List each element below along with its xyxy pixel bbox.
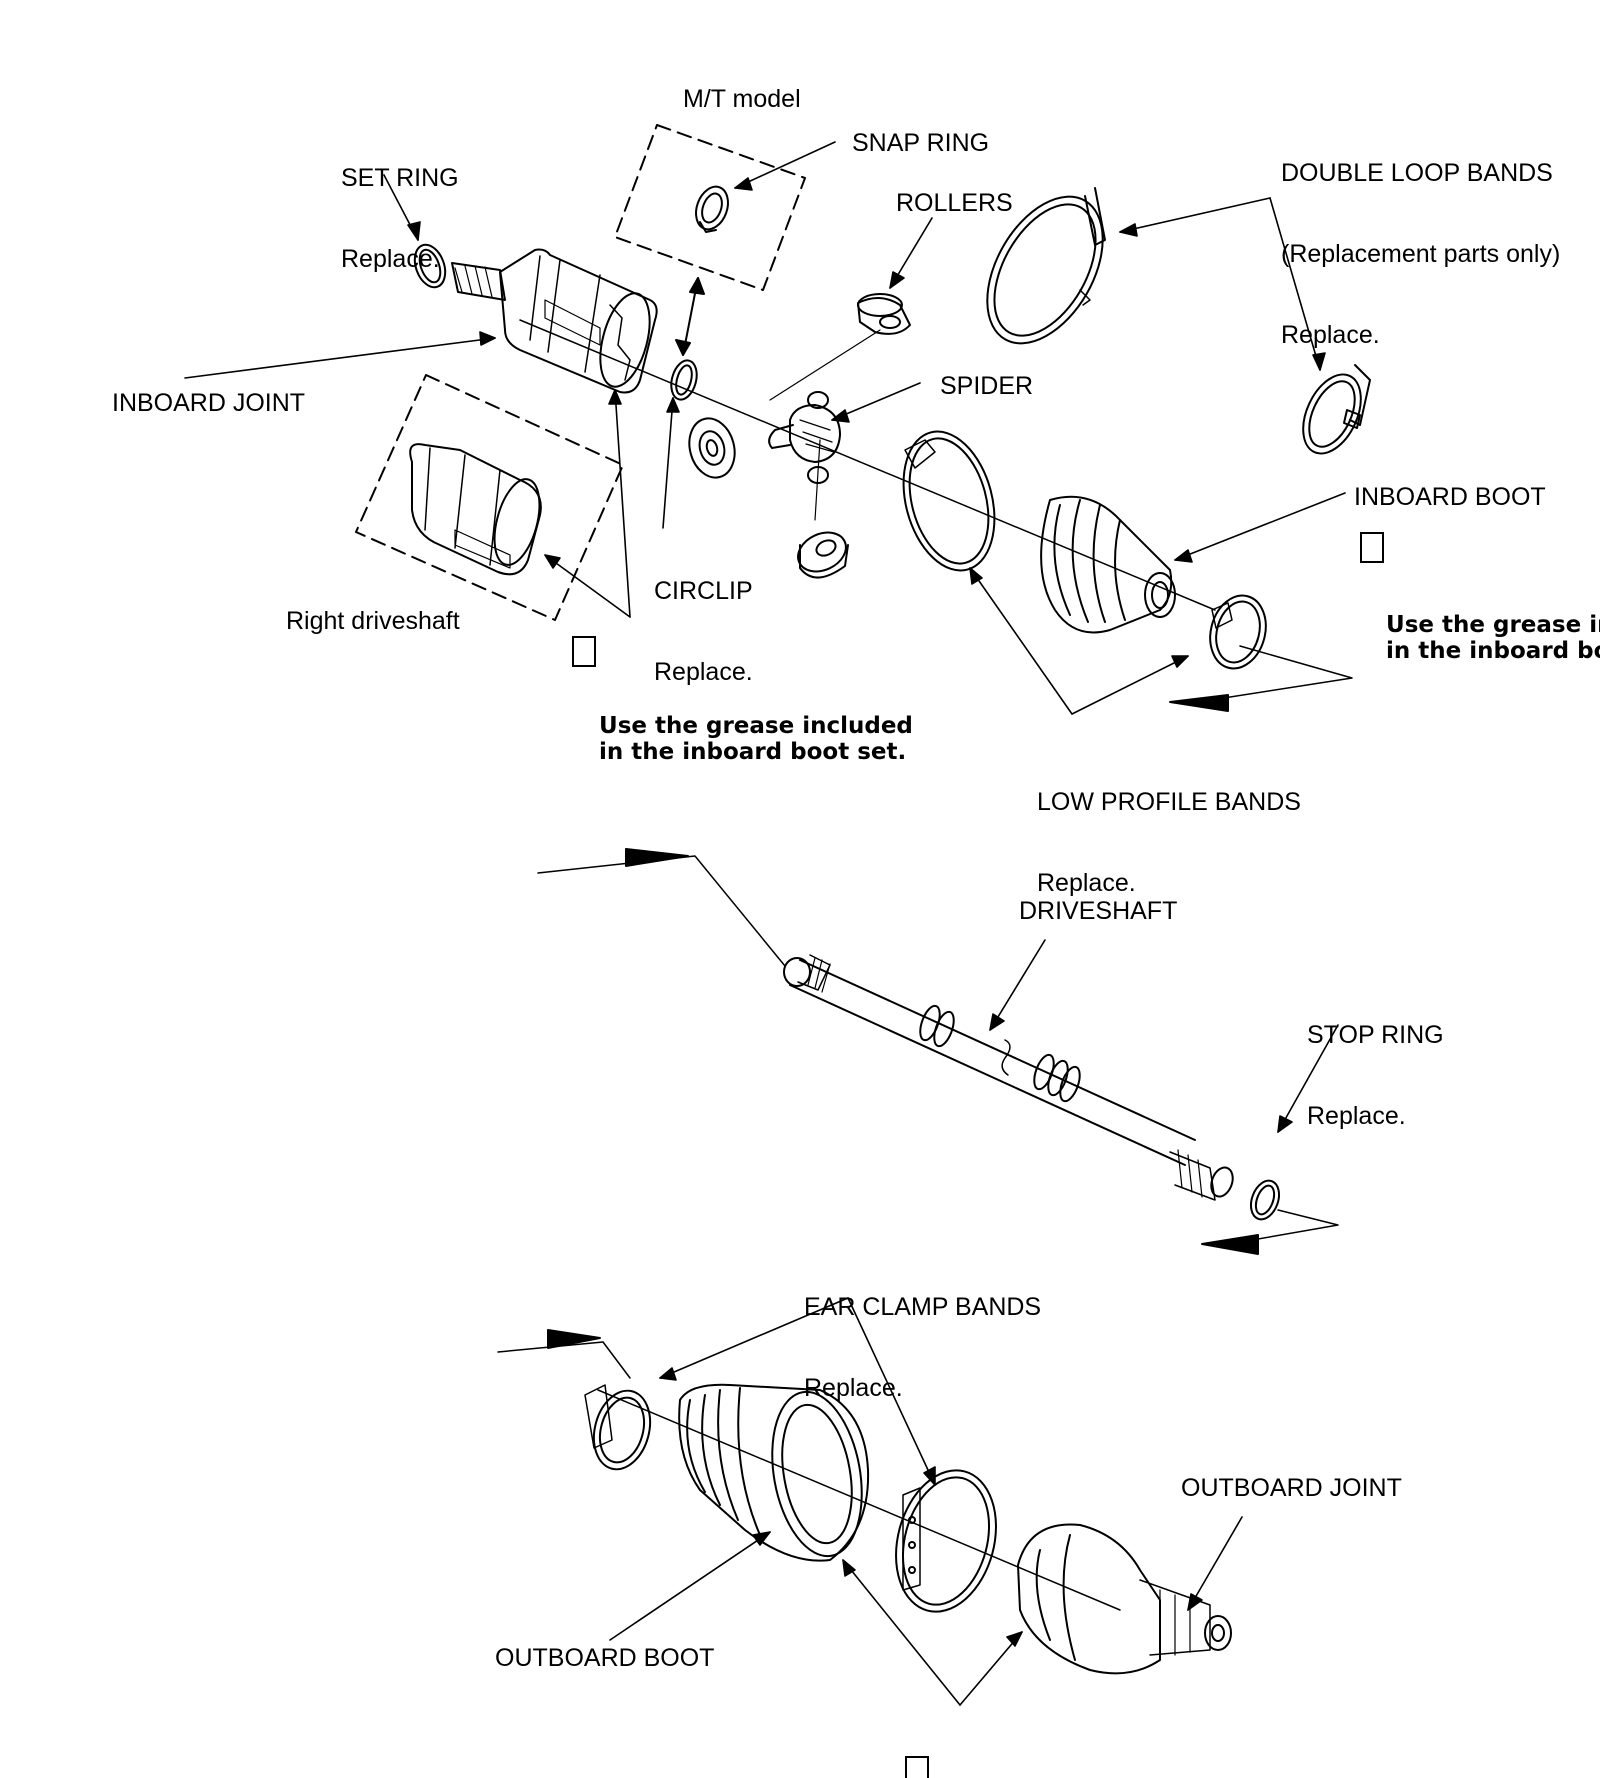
inboard-joint-label: INBOARD JOINT bbox=[112, 389, 306, 417]
snap-ring-part bbox=[695, 185, 729, 233]
double-loop-band-large-part bbox=[986, 187, 1106, 345]
set-ring-part bbox=[413, 243, 447, 289]
stop-ring-label: STOP RING Replace. bbox=[1307, 968, 1444, 1184]
rollers-label: ROLLERS bbox=[896, 189, 1013, 217]
grease-note-joint: Use the grease included in the inboard b… bbox=[567, 687, 913, 791]
right-driveshaft-label: Right driveshaft bbox=[286, 607, 460, 635]
circlip-part bbox=[670, 359, 698, 401]
right-driveshaft-joint-part bbox=[409, 443, 542, 576]
double-loop-band-small-part bbox=[1302, 364, 1371, 455]
spider-part bbox=[768, 329, 881, 521]
inboard-axis-line bbox=[519, 319, 1216, 611]
stop-ring-note: Replace. bbox=[1307, 1102, 1406, 1130]
circlip-title: CIRCLIP bbox=[654, 577, 753, 605]
ear-clamp-band-small-part bbox=[584, 1384, 652, 1471]
set-ring-label: SET RING Replace. bbox=[341, 111, 459, 327]
stop-ring-part bbox=[1249, 1179, 1281, 1221]
double-loop-bands-note: Replace. bbox=[1281, 321, 1380, 349]
double-loop-bands-label: DOUBLE LOOP BANDS (Replacement parts onl… bbox=[1281, 106, 1560, 403]
roller-bottom-part bbox=[797, 531, 849, 579]
ear-clamp-bands-title: EAR CLAMP BANDS bbox=[804, 1293, 1042, 1321]
continuation-arrow-bottom bbox=[497, 1329, 631, 1379]
outboard-leader-lines bbox=[609, 1297, 1243, 1706]
driveshaft-part bbox=[783, 954, 1234, 1201]
grease-note-joint-line2: in the inboard boot set. bbox=[599, 739, 907, 765]
grease-note-boot-line1: Use the grease inc bbox=[1386, 612, 1600, 638]
snap-ring-circlip-arrow bbox=[675, 277, 705, 356]
roller-left-part bbox=[688, 417, 736, 479]
outboard-boot-part bbox=[678, 1383, 870, 1562]
ear-clamp-bands-label: EAR CLAMP BANDS Replace. bbox=[804, 1240, 1041, 1456]
outboard-boot-label: OUTBOARD BOOT bbox=[495, 1644, 715, 1672]
circlip-note: Replace. bbox=[654, 658, 753, 686]
low-profile-bands-title: LOW PROFILE BANDS bbox=[1037, 788, 1301, 816]
double-loop-bands-title: DOUBLE LOOP BANDS bbox=[1281, 159, 1553, 187]
inboard-leader-lines bbox=[184, 141, 1346, 715]
outboard-axis-line bbox=[597, 1389, 1121, 1611]
continuation-arrow-top bbox=[1169, 645, 1353, 712]
spider-label: SPIDER bbox=[940, 372, 1034, 400]
snap-ring-label: SNAP RING bbox=[852, 129, 990, 157]
set-ring-title: SET RING bbox=[341, 164, 459, 192]
double-loop-bands-sub: (Replacement parts only) bbox=[1281, 240, 1561, 268]
grease-note-joint-line1: Use the grease included bbox=[599, 713, 913, 739]
grease-icon-outboard bbox=[905, 1756, 929, 1778]
ear-clamp-band-large-part bbox=[895, 1469, 997, 1613]
set-ring-note: Replace. bbox=[341, 245, 440, 273]
inboard-boot-part bbox=[1040, 495, 1176, 634]
low-profile-bands-label: LOW PROFILE BANDS Replace. bbox=[1037, 735, 1301, 951]
outboard-joint-part bbox=[1017, 1523, 1232, 1675]
low-profile-band-small-part bbox=[1209, 594, 1267, 670]
circlip-label: CIRCLIP Replace. bbox=[654, 524, 753, 740]
grease-note-boot-line2: in the inboard boot bbox=[1386, 638, 1600, 664]
inboard-joint-part bbox=[451, 248, 658, 394]
grease-icon-boot bbox=[1360, 532, 1384, 563]
outboard-joint-label: OUTBOARD JOINT bbox=[1181, 1474, 1402, 1502]
low-profile-band-large-part bbox=[902, 430, 996, 572]
mt-model-label: M/T model bbox=[683, 85, 801, 113]
continuation-arrow-middle bbox=[1201, 1209, 1339, 1255]
grease-icon-joint bbox=[572, 636, 596, 667]
driveshaft-continuation-top bbox=[537, 848, 786, 967]
low-profile-bands-note: Replace. bbox=[1037, 869, 1136, 897]
right-driveshaft-box bbox=[355, 374, 624, 621]
driveshaft-label: DRIVESHAFT bbox=[1019, 897, 1178, 925]
stop-ring-title: STOP RING bbox=[1307, 1021, 1444, 1049]
mt-model-box bbox=[614, 124, 806, 291]
grease-note-boot: Use the grease inc in the inboard boot bbox=[1354, 586, 1600, 690]
ear-clamp-bands-note: Replace. bbox=[804, 1374, 903, 1402]
driveshaft-leaders bbox=[989, 939, 1339, 1133]
inboard-boot-label: INBOARD BOOT bbox=[1354, 483, 1546, 511]
roller-top-part bbox=[857, 293, 911, 335]
